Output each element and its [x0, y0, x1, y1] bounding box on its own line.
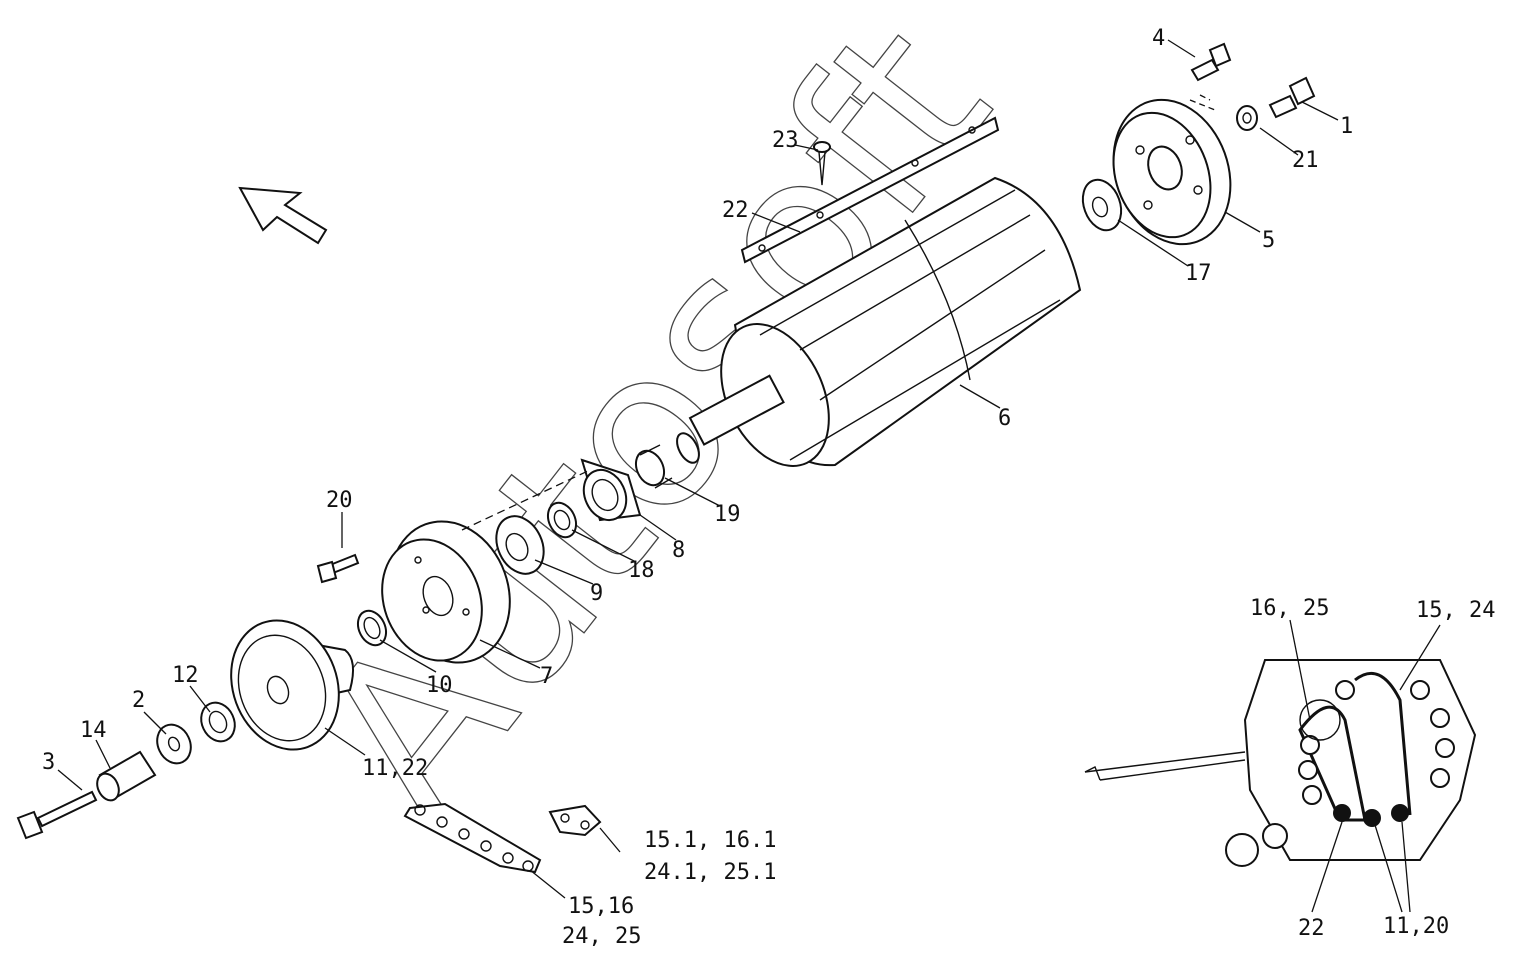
- label-part-7: 7: [540, 664, 554, 689]
- label-part-3: 3: [42, 750, 56, 775]
- label-part-15-16: 15,16: [568, 894, 635, 919]
- label-part-9: 9: [590, 581, 604, 606]
- label-part-19: 19: [714, 502, 741, 527]
- sleeve-14: [96, 750, 157, 802]
- label-part-20: 20: [326, 488, 353, 513]
- label-part-1: 1: [1340, 114, 1354, 139]
- bearing-flange-8: [580, 458, 642, 522]
- inset-label-11-20: 11,20: [1383, 914, 1450, 939]
- label-part-17: 17: [1185, 261, 1212, 286]
- inset-chain-routing: [1084, 659, 1477, 867]
- bolt-1: [1268, 76, 1316, 119]
- drum-roller: [676, 176, 1082, 467]
- seal-18: [546, 501, 578, 539]
- label-part-18: 18: [628, 558, 655, 583]
- ring-19: [634, 444, 673, 489]
- label-part-14: 14: [80, 718, 107, 743]
- label-part-6: 6: [998, 406, 1012, 431]
- screw-23: [813, 141, 831, 186]
- bearing-9: [495, 515, 545, 575]
- roller-chain: [403, 802, 542, 874]
- label-part-23: 23: [772, 128, 799, 153]
- sprocket-11-22: [230, 619, 355, 751]
- bolt-3: [16, 790, 98, 840]
- washer-17: [1081, 178, 1123, 232]
- label-part-8: 8: [672, 538, 686, 563]
- ring-10: [356, 609, 388, 647]
- bolt-20: [316, 553, 360, 584]
- strip-22: [740, 116, 1000, 264]
- label-part-22: 22: [722, 198, 749, 223]
- label-part-11-22: 11,22: [362, 756, 429, 781]
- label-part-21: 21: [1292, 148, 1319, 173]
- label-part-10: 10: [426, 673, 453, 698]
- inset-label-22: 22: [1298, 916, 1325, 941]
- left-pulley: [381, 520, 511, 664]
- watermark-text: Autosoft: [269, 0, 1037, 862]
- label-part-2: 2: [132, 688, 146, 713]
- bolt-4: [1190, 42, 1232, 82]
- label-part-24-25: 24, 25: [562, 924, 642, 949]
- label-part-12: 12: [172, 663, 199, 688]
- label-part-24-1: 24.1, 25.1: [644, 860, 777, 885]
- leader-lines: [57, 39, 1441, 913]
- label-part-15-1: 15.1, 16.1: [644, 828, 777, 853]
- arrow-up-left-icon: [238, 186, 328, 245]
- washer-21: [1236, 105, 1258, 131]
- inset-label-16-25: 16, 25: [1250, 596, 1330, 621]
- label-part-5: 5: [1262, 228, 1276, 253]
- inset-label-15-24: 15, 24: [1416, 598, 1496, 623]
- label-part-4: 4: [1152, 26, 1166, 51]
- chain-connecting-link: [548, 804, 602, 837]
- right-pulley: [1112, 98, 1232, 246]
- spacer-12: [200, 701, 236, 743]
